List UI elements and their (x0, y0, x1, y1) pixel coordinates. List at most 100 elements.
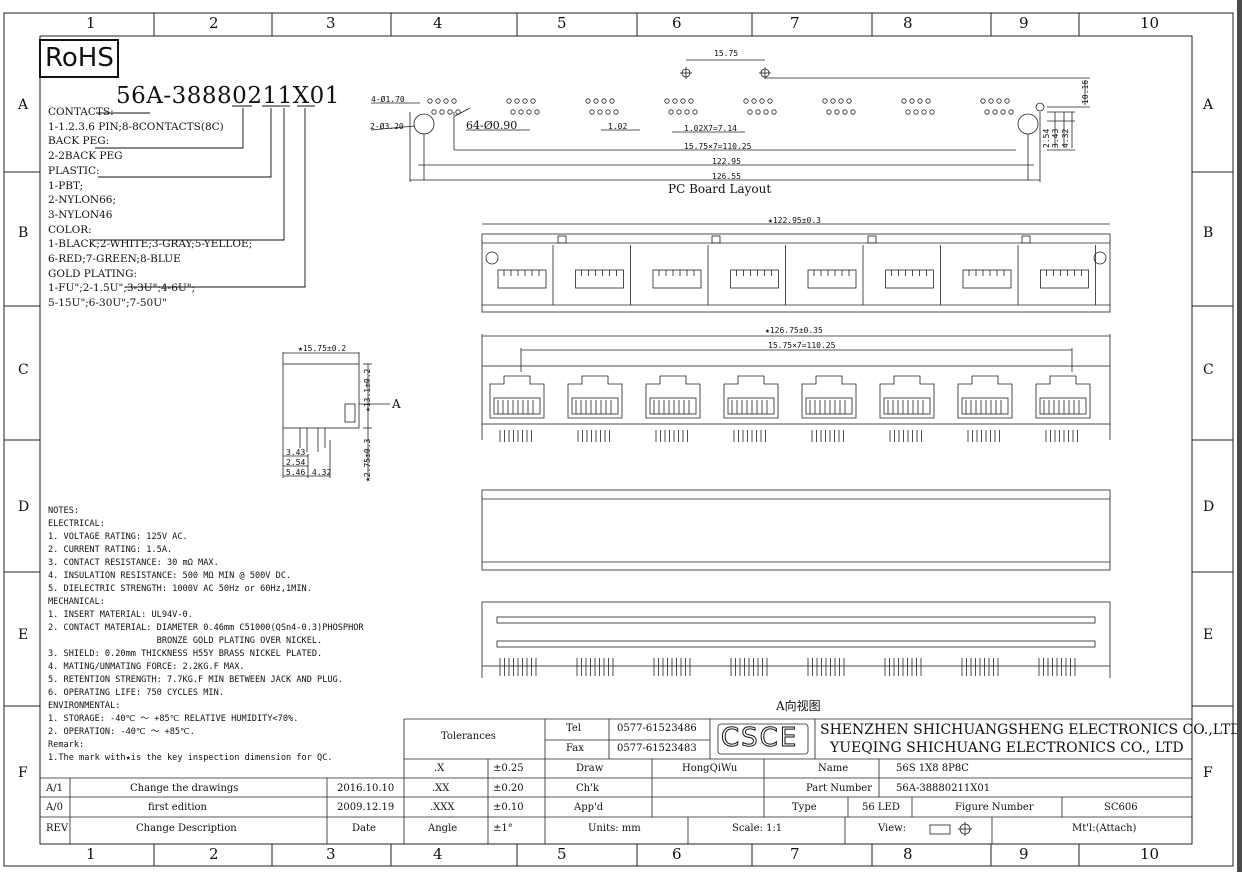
grid-row-left-B: B (18, 225, 29, 241)
note-line: 4. MATING/UNMATING FORCE: 2.2KG.F MAX. (48, 662, 245, 672)
note-line: 1. STORAGE: -40℃ ～ +85℃ RELATIVE HUMIDIT… (48, 714, 299, 724)
fax-label: Fax (566, 743, 584, 754)
approved-label: App'd (574, 802, 604, 813)
type-value: 56 LED (862, 802, 900, 813)
view-label: View: (878, 823, 907, 834)
grid-row-right-A: A (1203, 97, 1214, 113)
grid-row-right-F: F (1203, 765, 1213, 781)
rev-a0-date: 2009.12.19 (337, 802, 395, 813)
legend-line: 5-15U";6-30U";7-50U" (48, 297, 167, 310)
note-line: 2. OPERATION: -40℃ ～ +85℃. (48, 727, 195, 737)
tol-x-val: ±0.25 (493, 763, 524, 774)
company-logo: CSCE (720, 723, 799, 754)
legend-line: GOLD PLATING: (48, 267, 138, 280)
rev-a1-date: 2016.10.10 (337, 783, 395, 794)
figure-number-label: Figure Number (955, 802, 1034, 813)
note-line: ELECTRICAL: (48, 519, 105, 529)
material-label: Mt'l:(Attach) (1072, 823, 1137, 834)
grid-col-bottom-10: 10 (1140, 845, 1160, 863)
grid-col-bottom-9: 9 (1019, 845, 1029, 863)
grid-col-bottom-5: 5 (557, 845, 567, 863)
note-line: 5. RETENTION STRENGTH: 7.7KG.F MIN BETWE… (48, 675, 343, 685)
name-value: 56S 1X8 8P8C (896, 763, 969, 774)
grid-row-left-C: C (18, 362, 29, 378)
draw-label: Draw (576, 763, 604, 774)
bottom-view-caption: A向视图 (776, 699, 821, 713)
rev-a1-desc: Change the drawings (130, 783, 239, 794)
side-view-arrow-label: A (392, 397, 401, 411)
note-line: 3. CONTACT RESISTANCE: 30 mΩ MAX. (48, 558, 219, 568)
side-view-width: ★15.75±0.2 (298, 344, 347, 353)
pcb-dim-hole-big: 2-Ø3.20 (370, 122, 404, 131)
pcb-dim-pins: 64-Ø0.90 (466, 119, 518, 132)
side-view-pin: ★2.75±0.3 (363, 438, 372, 482)
part-code: 56A-38880211X01 (116, 83, 340, 109)
rev-header-date: Date (352, 823, 376, 834)
grid-col-top-1: 1 (86, 14, 96, 32)
grid-row-right-B: B (1203, 225, 1214, 241)
legend-line: COLOR: (48, 223, 92, 236)
rev-a0-desc: first edition (148, 802, 207, 813)
pcb-dim-span: 15.75×7=110.25 (684, 142, 752, 151)
pcb-dim-top: 15.75 (714, 49, 739, 58)
fax-value: 0577-61523483 (617, 743, 697, 754)
rev-header-desc: Change Description (136, 823, 237, 834)
note-line: MECHANICAL: (48, 597, 105, 607)
tol-angle: Angle (428, 823, 458, 834)
legend-line: 6-RED;7-GREEN;8-BLUE (48, 253, 181, 265)
grid-col-bottom-2: 2 (209, 845, 219, 863)
grid-col-bottom-3: 3 (326, 845, 336, 863)
legend-line: BACK PEG: (48, 135, 110, 148)
legend-line: PLASTIC: (48, 164, 100, 177)
part-number-label: Part Number (806, 783, 872, 794)
grid-col-top-8: 8 (903, 14, 913, 32)
side-view-254: 2.54 (286, 458, 306, 467)
pcb-dim-hole-small: 4-Ø1.70 (371, 95, 405, 104)
note-line: NOTES: (48, 506, 80, 516)
grid-col-bottom-6: 6 (672, 845, 682, 863)
rev-a0: A/0 (46, 802, 63, 813)
note-line: BRONZE GOLD PLATING OVER NICKEL. (48, 636, 323, 646)
grid-col-top-5: 5 (557, 14, 567, 32)
pcb-title: PC Board Layout (668, 182, 772, 196)
rev-header-rev: REV (46, 823, 69, 834)
grid-col-top-10: 10 (1140, 14, 1160, 32)
note-line: 3. SHIELD: 0.20mm THICKNESS H55Y BRASS N… (48, 649, 323, 659)
grid-row-left-E: E (18, 627, 29, 643)
figure-number-value: SC606 (1104, 802, 1138, 813)
rev-a1: A/1 (46, 783, 63, 794)
window-scrollbar[interactable] (1237, 0, 1242, 872)
company-name-2: YUEQING SHICHUANG ELECTRONICS CO., LTD (830, 740, 1184, 756)
tol-xxx-val: ±0.10 (493, 802, 524, 813)
grid-col-top-7: 7 (790, 14, 800, 32)
pcb-dim-126: 126.55 (712, 172, 741, 181)
legend-line: 2-2BACK PEG (48, 150, 123, 163)
grid-row-right-D: D (1203, 499, 1215, 515)
tel-value: 0577-61523486 (617, 723, 697, 734)
pcb-dim-432: 4.32 (1061, 128, 1070, 148)
legend-line: 3-NYLON46 (48, 208, 113, 221)
legend-line: 1-FU";2-1.5U";3-3U";4-6U"; (48, 282, 196, 295)
note-line: 2. CONTACT MATERIAL: DIAMETER 0.46mm C51… (48, 623, 364, 633)
company-name-1: SHENZHEN SHICHUANGSHENG ELECTRONICS CO.,… (820, 722, 1242, 738)
tol-xxx: .XXX (430, 802, 455, 813)
front-view-dim-span: 15.75×7=110.25 (768, 341, 836, 350)
pcb-dim-pitch: 1.02 (608, 122, 628, 131)
legend-line: CONTACTS: (48, 106, 114, 118)
legend-line: 1-BLACK;2-WHITE;3-GRAY;5-YELLOE; (48, 238, 253, 251)
grid-col-top-4: 4 (433, 14, 443, 32)
tel-label: Tel (566, 723, 582, 734)
note-line: 2. CURRENT RATING: 1.5A. (48, 545, 173, 555)
note-line: 4. INSULATION RESISTANCE: 500 MΩ MIN @ 5… (48, 571, 292, 581)
note-line: 1. VOLTAGE RATING: 125V AC. (48, 532, 188, 542)
note-line: ENVIRONMENTAL: (48, 701, 121, 711)
check-label: Ch'k (576, 783, 599, 794)
side-view-546: 5.46 (286, 468, 306, 477)
grid-row-right-E: E (1203, 627, 1214, 643)
pcb-dim-122: 122.95 (712, 157, 741, 166)
draw-value: HongQiWu (682, 763, 738, 774)
name-label: Name (818, 763, 849, 774)
legend-line: 1-1.2.3.6 PIN;8-8CONTACTS(8C) (48, 120, 224, 133)
note-line: 1. INSERT MATERIAL: UL94V-0. (48, 610, 193, 620)
